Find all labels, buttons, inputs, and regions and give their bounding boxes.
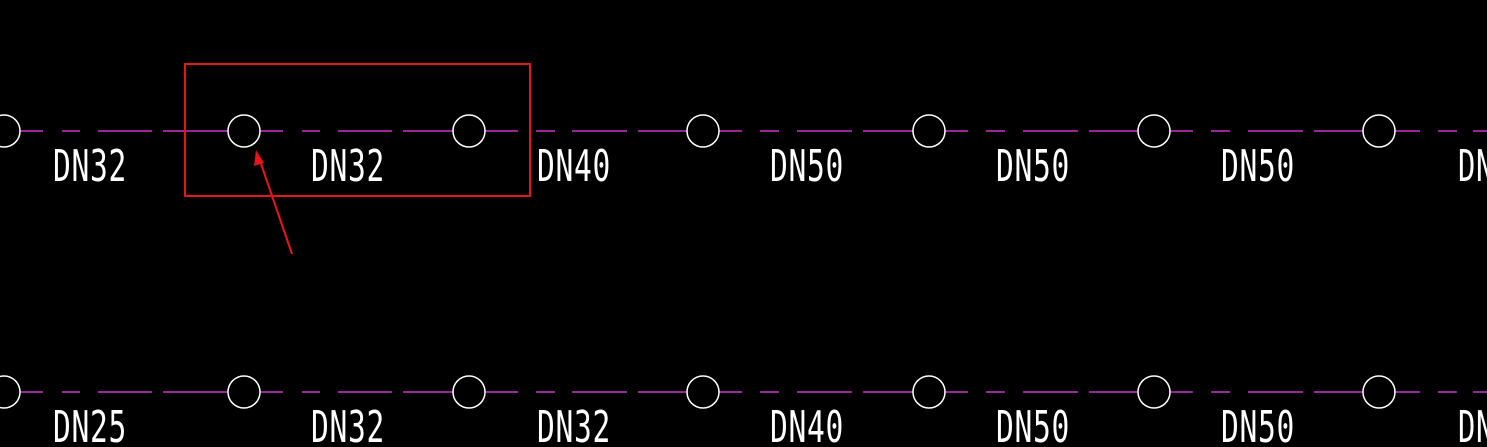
pipe-fitting-circle	[912, 114, 946, 148]
pipe-size-label: DN50	[1221, 141, 1295, 192]
pipe-fitting-circle	[227, 375, 261, 409]
pipe-size-label: DN50	[996, 141, 1070, 192]
pipe-row-upper: DN32 DN32 DN40 DN50 DN50 DN50 DN	[0, 114, 1487, 192]
pipe-fitting-circle	[452, 114, 486, 148]
pipe-size-label: DN50	[996, 402, 1070, 447]
pipe-size-label: DN32	[311, 402, 385, 447]
pipe-fitting-circle	[452, 375, 486, 409]
pipe-size-label: DN50	[770, 141, 844, 192]
pipe-size-label: DN32	[311, 141, 385, 192]
pipe-size-label: DN32	[53, 141, 127, 192]
pipe-size-label: DN	[1458, 141, 1487, 192]
pipe-size-label: DN32	[537, 402, 611, 447]
annotation-arrow-shaft	[258, 157, 293, 255]
pipe-size-label: DN	[1458, 402, 1487, 447]
pipe-size-label: DN50	[1221, 402, 1295, 447]
pipe-fitting-circle	[1137, 375, 1171, 409]
pipe-size-label: DN40	[537, 141, 611, 192]
pipe-fitting-circle	[912, 375, 946, 409]
pipe-row-lower: DN25 DN32 DN32 DN40 DN50 DN50 DN	[0, 375, 1487, 447]
pipe-fitting-circle	[686, 114, 720, 148]
pipe-fitting-circle	[1137, 114, 1171, 148]
highlight-rectangle	[184, 63, 531, 197]
pipe-fitting-circle	[227, 114, 261, 148]
pipe-fitting-circle	[1362, 114, 1396, 148]
pipe-fitting-circle	[0, 114, 21, 148]
pipe-size-label: DN25	[53, 402, 127, 447]
pipe-size-label: DN40	[770, 402, 844, 447]
pipe-fitting-circle	[1362, 375, 1396, 409]
annotation-arrow-head	[254, 150, 264, 166]
pipe-fitting-circle	[686, 375, 720, 409]
pipe-fitting-circle	[0, 375, 21, 409]
annotation-layer	[184, 63, 531, 255]
